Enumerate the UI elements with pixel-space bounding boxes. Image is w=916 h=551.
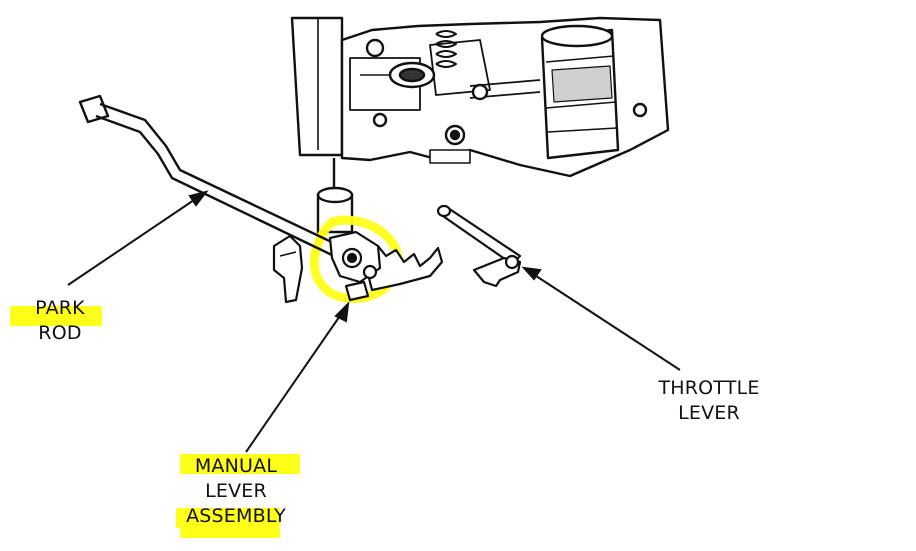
park-rod-leader xyxy=(67,195,201,286)
park-label-highlight xyxy=(10,306,102,326)
throttle-lever-leader xyxy=(529,271,681,371)
valve-body xyxy=(290,16,670,178)
manual-lever-label-line-1: MANUAL xyxy=(194,455,278,477)
manual-lever-label-line-3: ASSEMBLY xyxy=(186,505,286,527)
manual-label-highlight-1 xyxy=(180,454,300,474)
park-rod xyxy=(78,94,341,258)
manual-label-highlight-2 xyxy=(176,508,280,528)
manual-valve-stub xyxy=(316,158,354,234)
manual-lever-label-line-2: LEVER xyxy=(205,480,267,502)
manual-lever-highlight xyxy=(309,215,403,304)
manual-lever-assembly xyxy=(272,230,444,304)
manual-lever-assembly-label: MANUAL LEVER ASSEMBLY xyxy=(176,454,296,529)
throttle-lever-label-line-2: LEVER xyxy=(678,402,740,424)
throttle-lever-label-line-1: THROTTLE xyxy=(658,377,760,399)
throttle-lever xyxy=(436,204,522,288)
park-rod-label-line-2: ROD xyxy=(38,322,82,344)
manual-label-highlight-3 xyxy=(180,528,280,538)
park-rod-label-line-1: PARK xyxy=(35,297,85,319)
park-rod-label: PARK ROD xyxy=(24,296,96,346)
manual-lever-leader xyxy=(245,309,345,453)
leader-lines xyxy=(67,190,681,453)
throttle-lever-label: THROTTLE LEVER xyxy=(644,376,774,426)
